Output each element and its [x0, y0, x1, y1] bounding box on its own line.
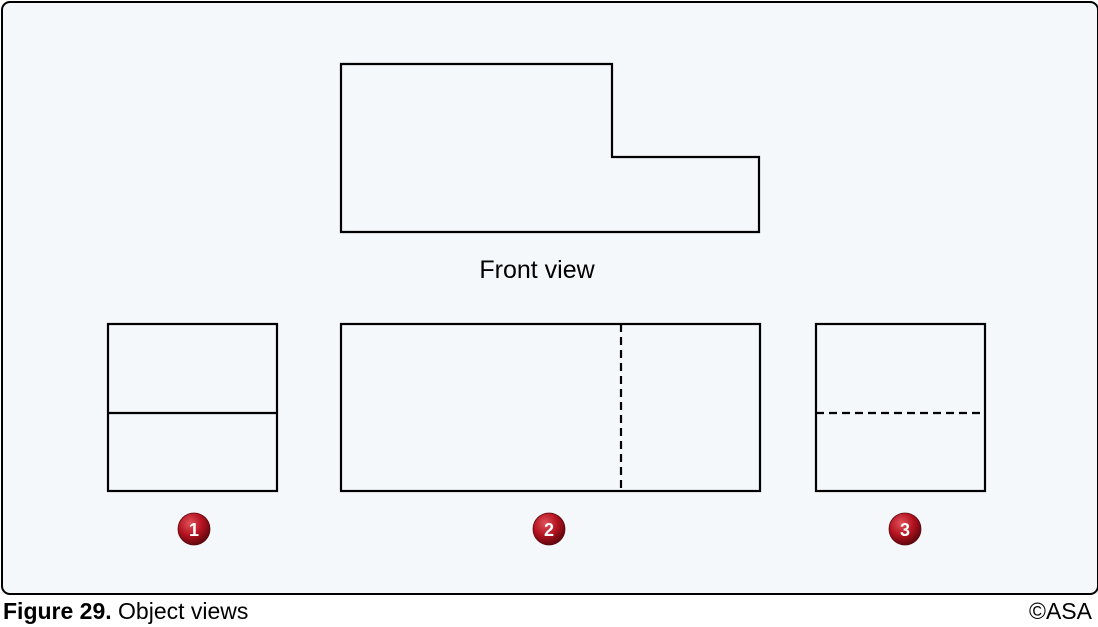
option-3-badge: 3 [888, 512, 922, 546]
option-1-number: 1 [189, 520, 199, 540]
figure-panel [1, 1, 1098, 595]
copyright-notice: ©ASA [1029, 598, 1092, 624]
front-view-label: Front view [479, 256, 595, 284]
option-2-view [339, 322, 762, 493]
option-1-outline [106, 322, 279, 493]
front-view-outline [339, 62, 761, 234]
option-3-outline [814, 322, 987, 493]
option-3-number: 3 [900, 520, 910, 540]
figure-title: Object views [118, 598, 249, 624]
figure-caption: Figure 29. Object views [3, 598, 248, 625]
option-2-badge: 2 [532, 512, 566, 546]
option-1-badge: 1 [177, 512, 211, 546]
option-1-view [106, 322, 279, 493]
option-2-outline [339, 322, 762, 493]
option-3-view [814, 322, 987, 493]
figure-number: Figure 29. [3, 598, 112, 624]
option-2-number: 2 [544, 520, 554, 540]
